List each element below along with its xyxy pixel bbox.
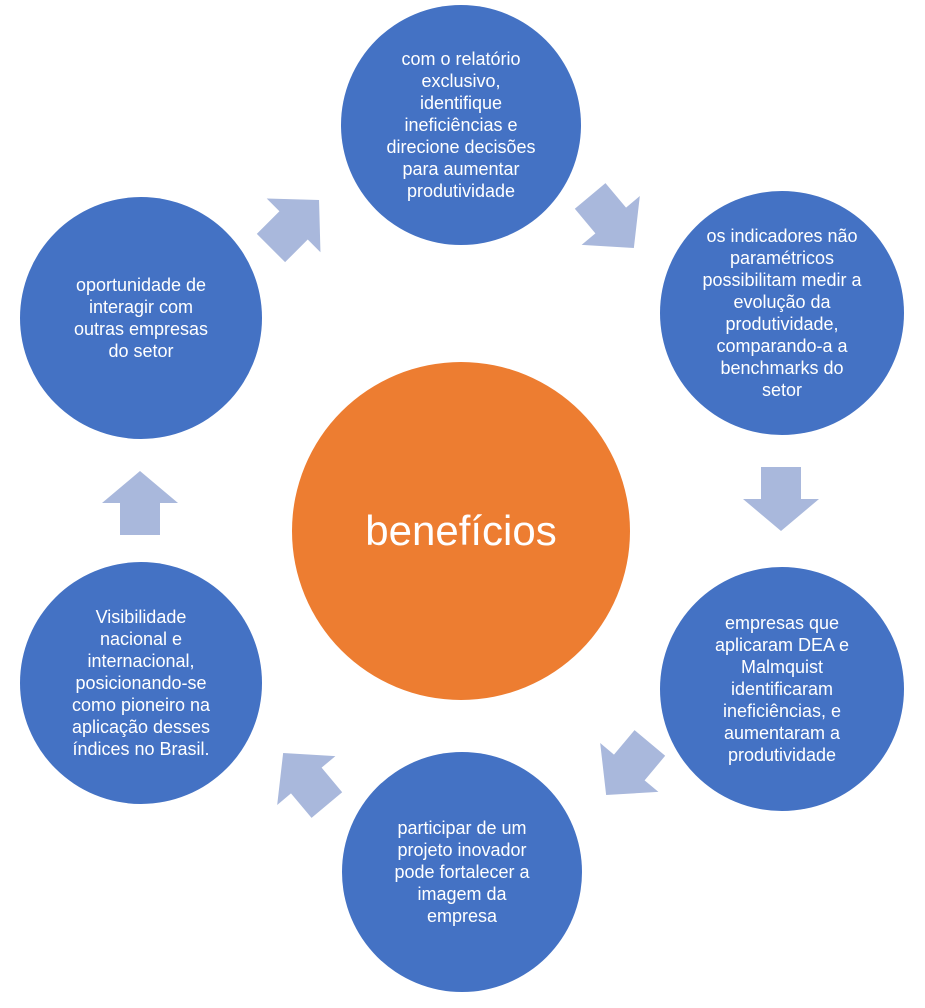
arrow-icon-upper-right-to-lower-right <box>743 467 819 531</box>
node-lower-left-text: Visibilidade nacional e internacional, p… <box>71 607 211 759</box>
node-bottom-text: participar de um projeto inovador pode f… <box>394 818 530 926</box>
arrow-icon-lower-right-to-bottom <box>600 730 666 796</box>
node-upper-left-text: oportunidade de interagir com outras emp… <box>73 275 209 361</box>
node-upper-right-text: os indicadores não paramétricos possibil… <box>702 226 862 400</box>
arrow-icon-lower-left-to-upper-left <box>102 471 178 535</box>
node-upper-right: os indicadores não paramétricos possibil… <box>660 191 904 435</box>
arrow-icon-top-to-upper-right <box>574 183 640 249</box>
node-lower-left: Visibilidade nacional e internacional, p… <box>20 562 262 804</box>
node-upper-left: oportunidade de interagir com outras emp… <box>20 197 262 439</box>
center-node: benefícios <box>292 362 630 700</box>
node-lower-right-text: empresas que aplicaram DEA e Malmquist i… <box>714 613 850 765</box>
arrow-icon-upper-left-to-top <box>256 198 321 263</box>
node-top: com o relatório exclusivo, identifique i… <box>341 5 581 245</box>
node-lower-right: empresas que aplicaram DEA e Malmquist i… <box>660 567 904 811</box>
center-label: benefícios <box>365 507 557 554</box>
node-bottom: participar de um projeto inovador pode f… <box>342 752 582 992</box>
arrow-icon-bottom-to-lower-left <box>277 752 343 818</box>
node-top-text: com o relatório exclusivo, identifique i… <box>386 49 536 201</box>
